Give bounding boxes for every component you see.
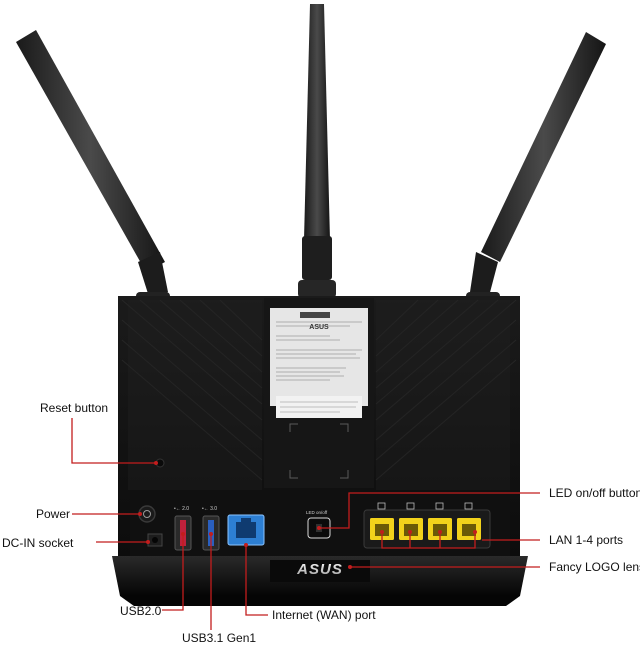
callout-lan-ports: LAN 1-4 ports: [549, 533, 624, 547]
sticker-brand-text: ASUS: [309, 324, 329, 331]
product-label-sticker: [270, 308, 368, 406]
callout-usb31: USB3.1 Gen1: [182, 631, 257, 645]
callout-led-button: LED on/off button: [549, 486, 640, 500]
usb3-printed-label: •← 3.0: [202, 506, 217, 512]
callout-power: Power: [36, 507, 71, 521]
asus-logo-lens: ASUS: [296, 561, 343, 578]
router-base: [112, 556, 528, 606]
usb2-printed-label: •← 2.0: [174, 506, 189, 512]
router-body: [118, 296, 520, 560]
callout-wan-port: Internet (WAN) port: [272, 608, 376, 622]
sticker-brand-mark: [300, 312, 330, 318]
antenna-left: [16, 30, 170, 308]
antenna-center: [298, 4, 336, 298]
callout-logo-lens: Fancy LOGO lens: [549, 560, 640, 574]
lan-port-icons: [377, 502, 473, 510]
lan-ports: [370, 518, 481, 540]
led-printed-label: LED on/off: [306, 510, 328, 515]
callout-usb20: USB2.0: [120, 604, 162, 618]
callout-reset-button: Reset button: [40, 401, 109, 415]
callout-lines: [71, 418, 540, 630]
callout-dc-in-socket: DC-IN socket: [2, 536, 74, 550]
antenna-right: [466, 32, 606, 308]
